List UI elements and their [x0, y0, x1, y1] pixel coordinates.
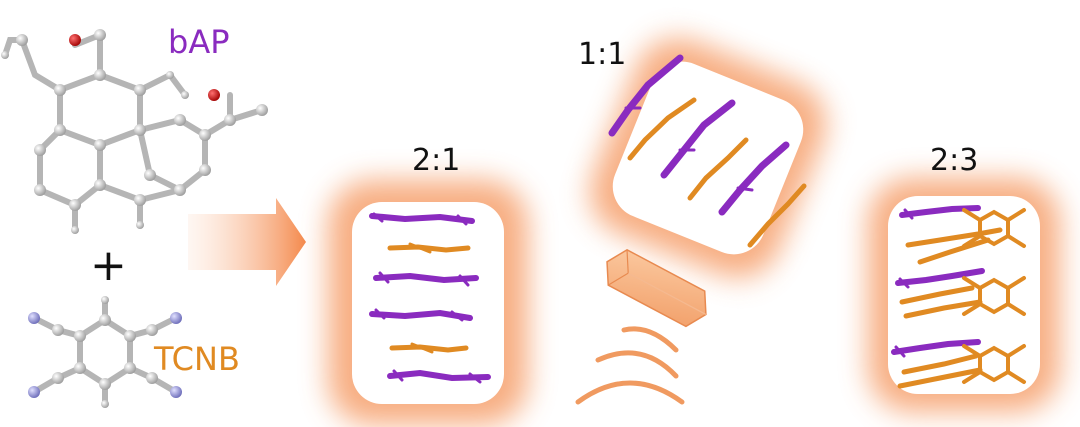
stack-2-1 — [369, 212, 491, 384]
donor-label: bAP — [168, 23, 230, 61]
tcnb-molecule — [28, 296, 182, 408]
panel-2-3 — [868, 178, 1060, 412]
ratio-label-2-1: 2:1 — [412, 143, 461, 178]
gradient-arrow-icon — [188, 198, 306, 286]
stack-2-3 — [891, 205, 1026, 389]
acceptor-label: TCNB — [154, 340, 240, 378]
ratio-label-1-1: 1:1 — [578, 37, 627, 72]
panel-1-1 — [589, 38, 827, 278]
crystal-prism-icon — [606, 248, 707, 328]
bap-molecule — [1, 29, 268, 234]
bending-arcs-icon — [575, 326, 685, 405]
ratio-label-2-3: 2:3 — [930, 143, 979, 178]
plus-sign: + — [90, 240, 127, 291]
stack-1-1 — [608, 54, 807, 248]
panel-2-1 — [328, 180, 528, 425]
